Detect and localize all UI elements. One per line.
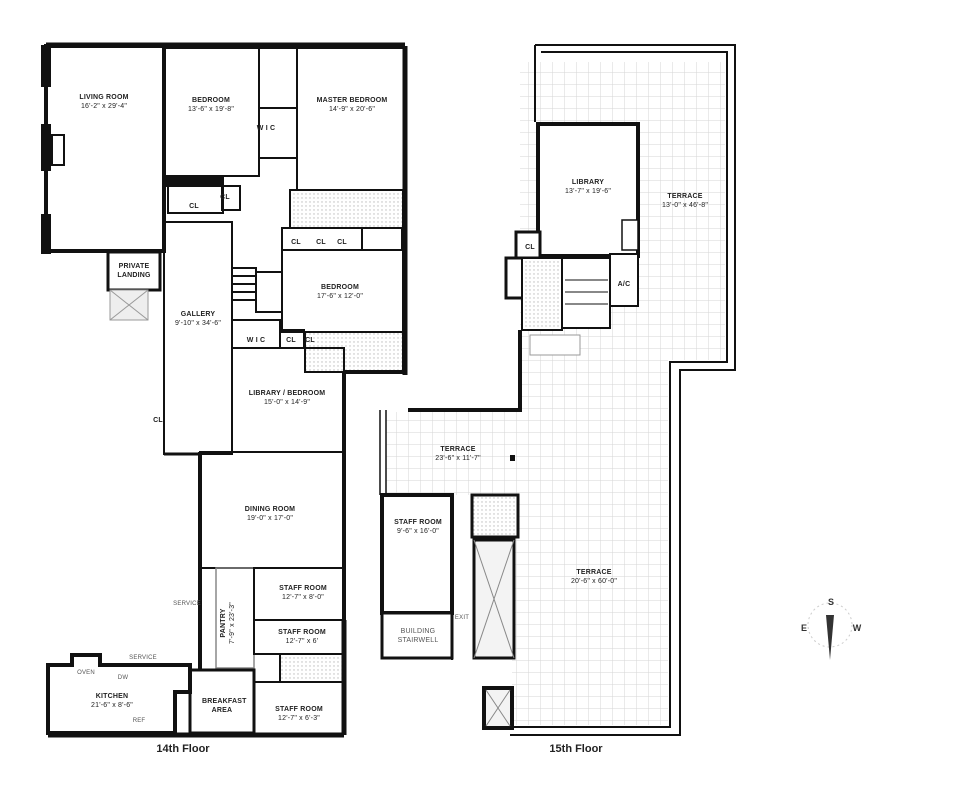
service-label: SERVICE [173,601,201,607]
floor-14-plan [41,42,408,738]
closet-label: CL [525,244,535,251]
compass-needle-icon [807,602,853,660]
closet-label: CL [305,337,315,344]
room-label-private-landing: PRIVATE LANDING [117,263,151,279]
closet-label: CL [286,337,296,344]
closet-label: CL [291,239,301,246]
service-label: SERVICE [129,655,157,661]
refrigerator-label: REF [132,718,146,724]
wic-label-2: W I C [246,337,266,344]
floor-title-14: 14th Floor [156,743,210,755]
closet-label: CL [316,239,326,246]
compass-west-label: W [852,623,862,633]
exit-label: EXIT [454,615,470,621]
compass-south-label: S [827,597,835,607]
room-label-breakfast-area: BREAKFAST AREA [202,698,247,714]
closet-label: CL [337,239,347,246]
dishwasher-label: DW [117,675,129,681]
closet-label: CL [220,194,230,201]
compass-east-label: E [800,623,808,633]
closet-label: CL [153,417,163,424]
ac-label: A/C [617,281,631,288]
floor-15-plan [379,44,736,736]
wic-label-1: W I C [256,125,276,132]
closet-label: CL [189,203,199,210]
oven-label: OVEN [77,670,95,676]
room-label-building-stairwell: BUILDING STAIRWELL [397,628,439,644]
floor-title-15: 15th Floor [549,743,603,755]
